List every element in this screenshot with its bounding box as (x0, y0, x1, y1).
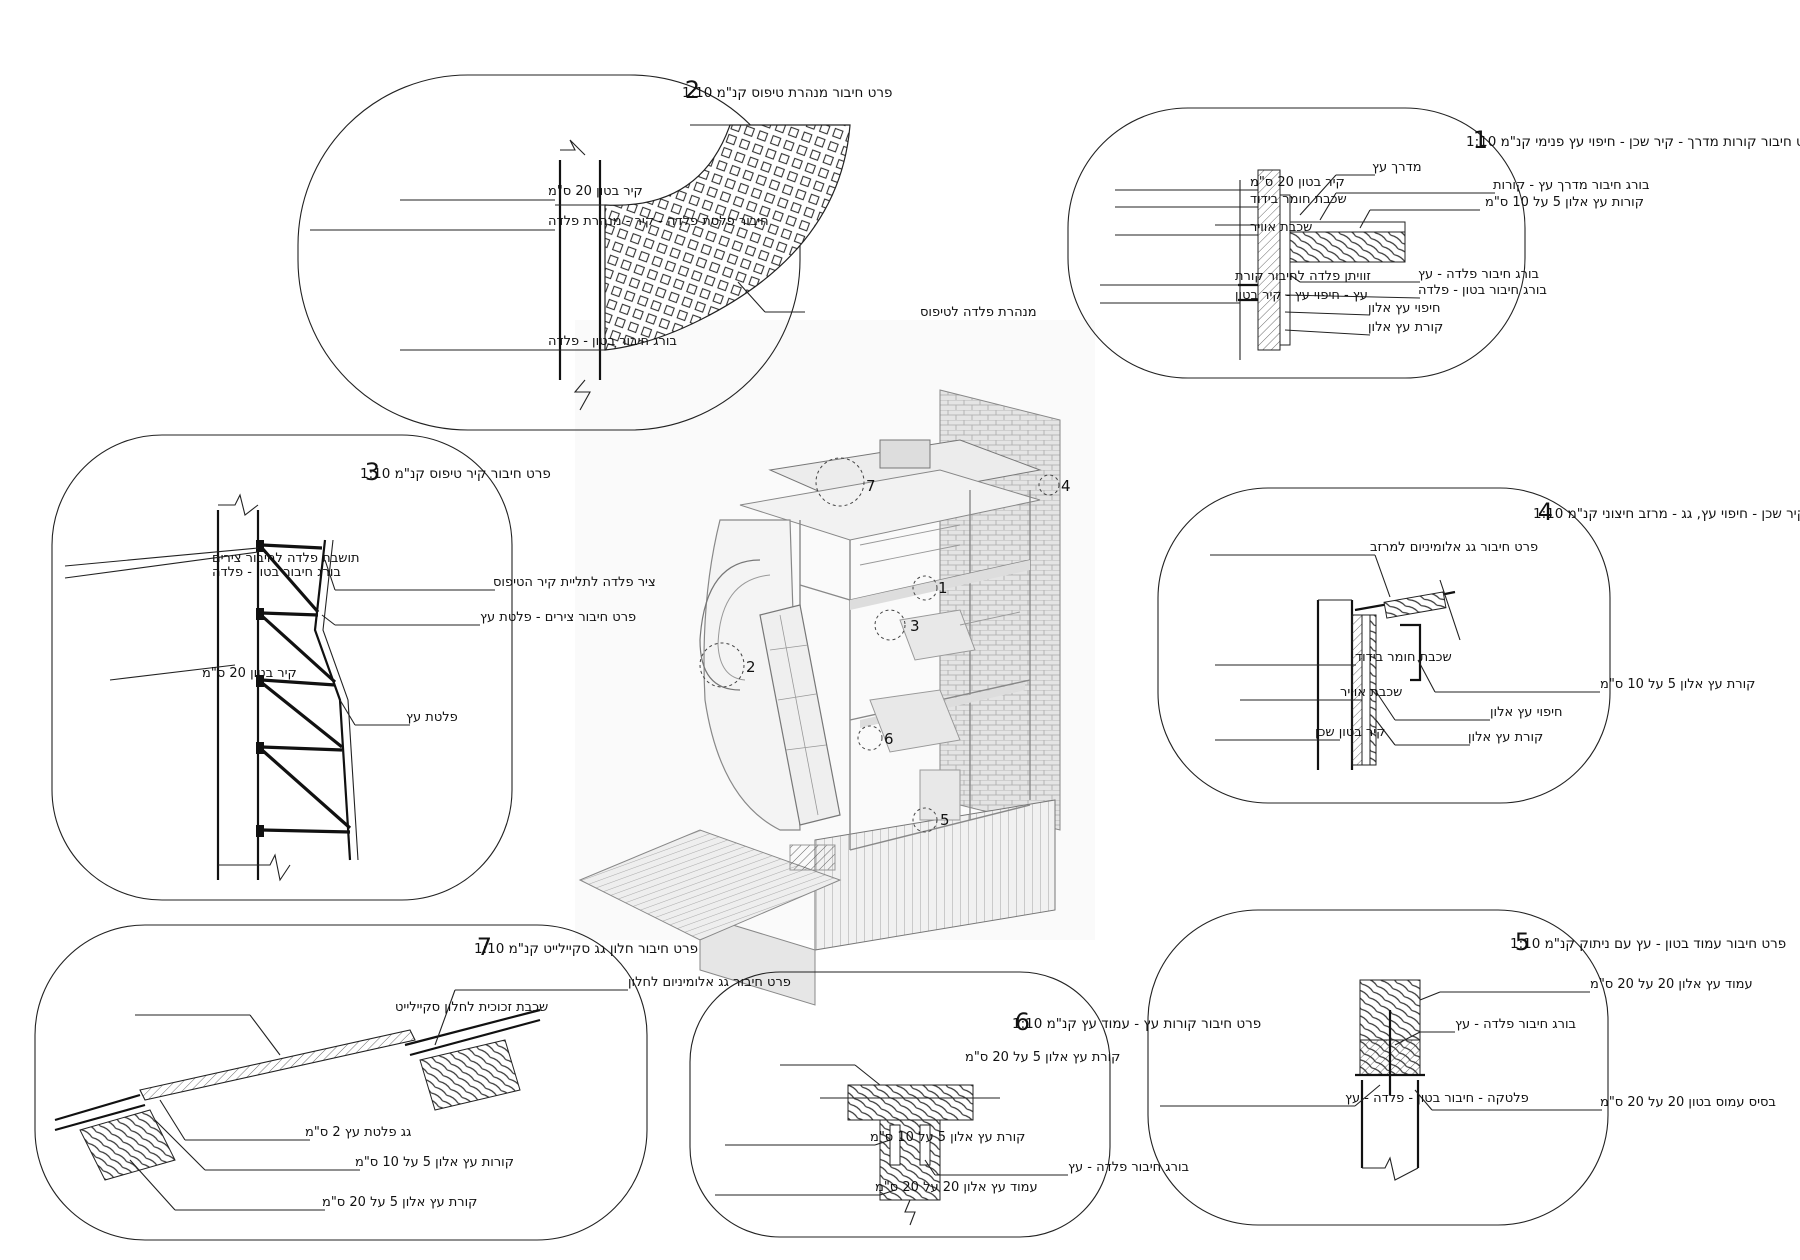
detail-4-label: חיפוי עץ אלון (1490, 705, 1563, 720)
detail-2-number: 2 (685, 76, 700, 104)
detail-6-frame (689, 971, 1111, 1238)
detail-7-label: קורת עץ אלון 5 על 20 ס"מ (322, 1195, 477, 1210)
detail-7-label: גג פלטת עץ 2 ס"מ (305, 1125, 411, 1140)
detail-1-title: פרט חיבור קורות מדרך - קיר שכן - חיפוי ע… (1466, 134, 1800, 150)
detail-6-label: קורת עץ אלון 5 על 10 ס"מ (870, 1130, 1025, 1145)
detail-3-frame (51, 434, 513, 901)
detail-4-title: פרט חיבור קיר שכן - חיפוי עץ, גג - מרזב … (1533, 506, 1800, 522)
detail-7: 7 פרט חיבור חלון גג סקיילייט קנ"מ 1:10 פ… (34, 924, 791, 1241)
detail-6-label: קורת עץ אלון 5 על 20 ס"מ (965, 1050, 1120, 1065)
detail-3-title: פרט חיבור קיר טיפוס קנ"מ 1:10 (360, 466, 551, 482)
detail-6: 6 פרט חיבור קורות עץ - עמוד עץ קנ"מ 1:10… (689, 971, 1261, 1238)
detail-5-number: 5 (1515, 928, 1530, 956)
detail-7-label: שכבת זכוכית לחלון סקיילייט (395, 1000, 548, 1015)
detail-3-label: קיר בטון 20 ס"מ (202, 666, 297, 681)
detail-7-frame (34, 924, 648, 1241)
detail-6-title: פרט חיבור קורות עץ - עמוד עץ קנ"מ 1:10 (1012, 1016, 1261, 1032)
detail-4-frame (1157, 487, 1611, 804)
detail-5-label: פלטקה - חיבור בטון - פלדה - עץ (1345, 1091, 1529, 1106)
callout-3: 3 (910, 617, 920, 635)
detail-1-label: שכבת חומר בידוד (1250, 192, 1347, 207)
callout-6: 6 (884, 730, 894, 748)
axonometric-building: 7 4 1 3 2 6 5 (575, 320, 1095, 1006)
detail-7-label: פרט חיבור גג אלומיניום לחלון (628, 975, 791, 990)
detail-1-label: בורג חיבור פלדה - עץ (1418, 267, 1539, 282)
detail-1-label: שכבת אוויר (1250, 220, 1312, 235)
detail-2: 2 פרט חיבור מנהרת טיפוס קנ"מ 1:10 קיר בט… (297, 74, 1037, 431)
detail-4-number: 4 (1538, 498, 1553, 526)
detail-3-label: בורג חיבור בטון - פלדה (212, 565, 341, 580)
detail-2-label: חיבור פלטת פלדה - קיר - מנהרת פלדה (548, 214, 769, 229)
detail-3-label: תושבת פלדה לחיבור צירים (212, 551, 360, 566)
detail-3: 3 פרט חיבור קיר טיפוס קנ"מ 1:10 תושבת פל… (51, 434, 656, 901)
detail-1-frame (1067, 107, 1526, 379)
detail-3-label: פלטת עץ (406, 710, 458, 725)
detail-1: 1 פרט חיבור קורות מדרך - קיר שכן - חיפוי… (1067, 107, 1800, 379)
detail-7-label: קורות עץ אלון 5 על 10 ס"מ (355, 1155, 514, 1170)
detail-4-label: קורת עץ אלון (1468, 730, 1543, 745)
detail-1-label: עץ - חיפוי עץ - קיר בטון (1235, 288, 1368, 303)
detail-1-label: חיפוי עץ אלון (1368, 301, 1441, 316)
detail-6-number: 6 (1015, 1008, 1030, 1036)
detail-1-label: בורג חיבור מדרך עץ - קורות (1493, 178, 1650, 193)
detail-1-label: בורג חיבור בטון - פלדה (1418, 283, 1547, 298)
callout-7: 7 (866, 477, 876, 495)
callout-1: 1 (938, 579, 948, 597)
detail-2-label: קיר בטון 20 ס"מ (548, 184, 643, 199)
detail-5: 5 פרט חיבור עמוד בטון - עץ עם ניתוק קנ"מ… (1147, 909, 1786, 1226)
detail-1-label: קורת עץ אלון (1368, 320, 1443, 335)
detail-1-label: קיר בטון 20 ס"מ (1250, 175, 1345, 190)
detail-3-label: פרט חיבור צירים - פלטת עץ (480, 610, 636, 625)
detail-6-label: בורג חיבור פלדה - עץ (1068, 1160, 1189, 1175)
callout-5: 5 (940, 811, 950, 829)
detail-3-label: ציר פלדה לתליית קיר הטיפוס (493, 575, 656, 590)
detail-2-label: בורג חיבור בטון - פלדה (548, 334, 677, 349)
detail-2-title: פרט חיבור מנהרת טיפוס קנ"מ 1:10 (682, 85, 892, 101)
detail-7-title: פרט חיבור חלון גג סקיילייט קנ"מ 1:10 (474, 941, 698, 957)
detail-5-label: עמוד עץ אלון 20 על 20 ס"מ (1590, 977, 1753, 992)
detail-4-label: קורת עץ אלון 5 על 10 ס"מ (1600, 677, 1755, 692)
detail-1-number: 1 (1473, 126, 1488, 154)
detail-4: 4 פרט חיבור קיר שכן - חיפוי עץ, גג - מרז… (1157, 487, 1800, 804)
detail-6-label: עמוד עץ אלון 20 על 20 ס"מ (875, 1180, 1038, 1195)
detail-5-label: בורג חיבור פלדה - עץ (1455, 1017, 1576, 1032)
detail-1-label: קורות עץ אלון 5 על 10 ס"מ (1485, 195, 1644, 210)
callout-2: 2 (746, 658, 756, 676)
detail-2-frame (297, 74, 801, 431)
detail-7-number: 7 (477, 933, 492, 961)
detail-1-label: מדרך עץ (1372, 160, 1422, 175)
callout-4: 4 (1061, 477, 1071, 495)
detail-2-label: מנהרת פלדה לטיפוס (920, 305, 1037, 320)
detail-2-tunnel (604, 124, 851, 351)
detail-4-label: קיר בטון שכן (1315, 725, 1385, 740)
detail-1-label: זוויתן פלדה לחיבור קורת (1235, 269, 1371, 284)
detail-4-label: שכבת אוויר (1340, 685, 1402, 700)
detail-5-frame (1147, 909, 1609, 1226)
detail-5-title: פרט חיבור עמוד בטון - עץ עם ניתוק קנ"מ 1… (1510, 936, 1786, 952)
detail-4-label: שכבת חומר בידוד (1355, 650, 1452, 665)
detail-5-label: בסיס עמוס בטון 20 על 20 ס"מ (1600, 1095, 1776, 1110)
detail-4-label: פרט חיבור גג אלומיניום למרזב (1370, 540, 1538, 555)
detail-3-number: 3 (365, 458, 380, 486)
